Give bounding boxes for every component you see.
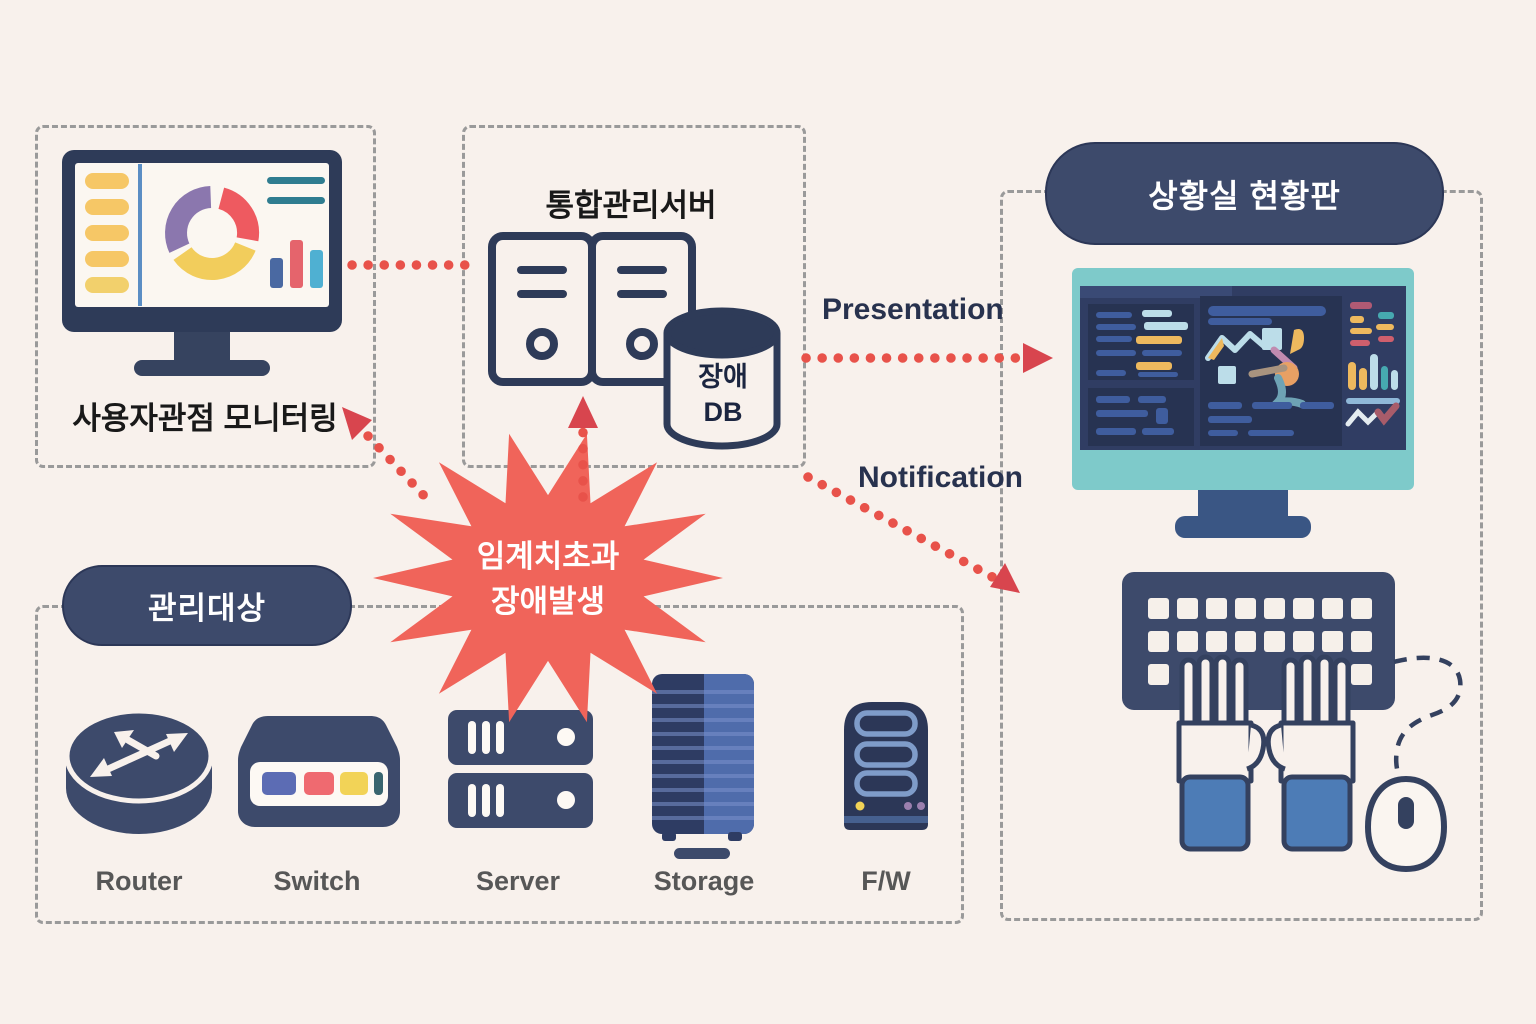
alert-burst-icon	[373, 433, 723, 723]
fault-db-icon	[663, 307, 781, 450]
router-label: Router	[95, 866, 183, 896]
firewall-icon	[844, 702, 928, 830]
switch-icon	[238, 716, 400, 827]
user-monitoring-box	[35, 125, 376, 468]
firewall-label: F/W	[861, 866, 911, 896]
alert-burst-text: 임계치초과 장애발생	[476, 539, 620, 619]
fault-db-label: 장애 DB	[698, 362, 748, 428]
server-label: Server	[475, 866, 561, 896]
management-server-box	[462, 125, 806, 468]
user-monitoring-label: 사용자관점 모니터링	[72, 401, 338, 436]
notification-flow-label: Notification	[858, 461, 1023, 494]
storage-label: Storage	[653, 866, 755, 896]
router-icon	[64, 708, 214, 834]
management-server-title: 통합관리서버	[545, 188, 717, 223]
situation-room-pill: 상황실 현황판	[1045, 142, 1444, 245]
user-dashboard-monitor-icon	[62, 150, 342, 376]
right-sleeve	[1281, 774, 1353, 852]
managed-targets-pill: 관리대상	[62, 565, 352, 646]
situation-dashboard-monitor-icon	[1072, 268, 1414, 538]
mouse-icon	[1364, 775, 1448, 873]
switch-label: Switch	[273, 866, 361, 896]
presentation-flow-label: Presentation	[822, 293, 1004, 326]
storage-icon	[652, 674, 754, 859]
left-sleeve	[1179, 774, 1251, 852]
keyboard-hands-icon	[1122, 572, 1395, 852]
server-icon	[448, 710, 593, 828]
